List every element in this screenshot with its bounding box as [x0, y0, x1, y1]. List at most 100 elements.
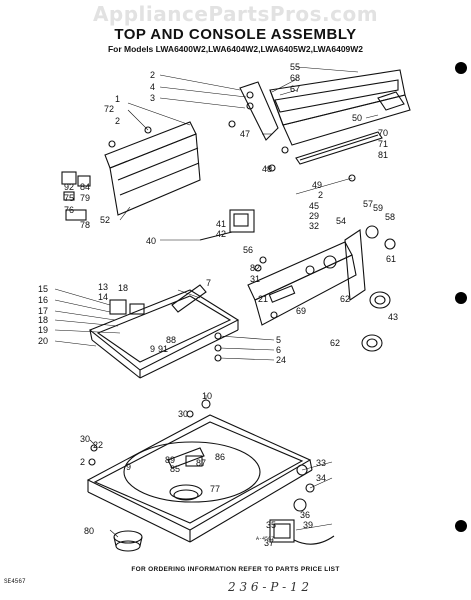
svg-text:79: 79 — [80, 193, 90, 203]
svg-text:87: 87 — [196, 458, 206, 468]
svg-text:21: 21 — [258, 294, 268, 304]
svg-text:68: 68 — [290, 73, 300, 83]
knob — [361, 334, 383, 352]
svg-text:22: 22 — [93, 440, 103, 450]
svg-text:14: 14 — [98, 292, 108, 302]
svg-text:3: 3 — [150, 93, 155, 103]
svg-text:48: 48 — [262, 164, 272, 174]
svg-text:30: 30 — [80, 434, 90, 444]
bleach-dispenser — [169, 484, 203, 500]
svg-text:6: 6 — [276, 345, 281, 355]
svg-text:88: 88 — [166, 335, 176, 345]
svg-text:61: 61 — [386, 254, 396, 264]
svg-text:67: 67 — [290, 84, 300, 94]
lid — [88, 289, 240, 371]
svg-text:2: 2 — [115, 116, 120, 126]
svg-text:92: 92 — [64, 182, 74, 192]
lid-switch — [269, 519, 295, 543]
svg-text:5: 5 — [276, 335, 281, 345]
document-number: SE4567 — [4, 578, 26, 585]
console-endcap — [239, 81, 279, 141]
svg-text:52: 52 — [100, 215, 110, 225]
svg-text:86: 86 — [215, 452, 225, 462]
svg-text:76: 76 — [64, 205, 74, 215]
svg-text:9: 9 — [126, 462, 131, 472]
svg-text:71: 71 — [378, 139, 388, 149]
svg-text:80: 80 — [84, 526, 94, 536]
svg-text:69: 69 — [296, 306, 306, 316]
svg-text:13: 13 — [98, 282, 108, 292]
callout-2: 2 — [150, 70, 155, 80]
svg-text:85: 85 — [170, 464, 180, 474]
svg-text:42: 42 — [216, 229, 226, 239]
svg-text:78: 78 — [80, 220, 90, 230]
figure-number: A-4567 — [256, 536, 275, 542]
svg-text:72: 72 — [104, 104, 114, 114]
svg-text:29: 29 — [309, 211, 319, 221]
svg-text:75: 75 — [64, 193, 74, 203]
svg-text:32: 32 — [309, 221, 319, 231]
svg-text:9: 9 — [150, 344, 155, 354]
svg-text:41: 41 — [216, 219, 226, 229]
svg-text:37: 37 — [264, 538, 274, 548]
handwritten-note: 2 3 6 - P - 1 2 — [228, 580, 310, 594]
ordering-note: FOR ORDERING INFORMATION REFER TO PARTS … — [131, 566, 340, 573]
svg-text:20: 20 — [38, 336, 48, 346]
svg-text:91: 91 — [158, 344, 168, 354]
console-bracket — [344, 229, 366, 301]
svg-text:56: 56 — [243, 245, 253, 255]
svg-text:39: 39 — [303, 520, 313, 530]
svg-text:45: 45 — [309, 201, 319, 211]
svg-text:43: 43 — [388, 312, 398, 322]
svg-text:35: 35 — [266, 520, 276, 530]
svg-text:31: 31 — [250, 274, 260, 284]
svg-text:59: 59 — [373, 203, 383, 213]
svg-text:62: 62 — [340, 294, 350, 304]
svg-text:70: 70 — [378, 128, 388, 138]
svg-text:18: 18 — [38, 315, 48, 325]
svg-text:4: 4 — [150, 82, 155, 92]
timer-bracket — [229, 209, 255, 233]
svg-text:58: 58 — [385, 212, 395, 222]
svg-text:36: 36 — [300, 510, 310, 520]
svg-text:89: 89 — [165, 455, 175, 465]
svg-text:47: 47 — [240, 129, 250, 139]
svg-text:2: 2 — [80, 457, 85, 467]
svg-text:19: 19 — [38, 325, 48, 335]
svg-text:49: 49 — [312, 180, 322, 190]
control-panel — [247, 241, 353, 301]
svg-text:84: 84 — [80, 182, 90, 192]
svg-text:40: 40 — [146, 236, 156, 246]
svg-text:55: 55 — [290, 62, 300, 72]
lid-handle — [171, 284, 207, 313]
diagram-title: TOP AND CONSOLE ASSEMBLY — [114, 26, 357, 43]
svg-text:30: 30 — [178, 409, 188, 419]
cabinet-top — [86, 414, 312, 531]
models-line: For Models LWA6400W2,LWA6404W2,LWA6405W2… — [107, 44, 364, 54]
svg-text:1: 1 — [115, 94, 120, 104]
svg-text:77: 77 — [210, 484, 220, 494]
svg-text:18: 18 — [118, 283, 128, 293]
binder-hole — [455, 62, 467, 74]
svg-text:54: 54 — [336, 216, 346, 226]
svg-text:33: 33 — [316, 458, 326, 468]
svg-text:50: 50 — [352, 113, 362, 123]
svg-text:7: 7 — [206, 278, 211, 288]
knob — [369, 291, 391, 309]
svg-text:34: 34 — [316, 473, 326, 483]
binder-hole — [455, 520, 467, 532]
svg-text:2: 2 — [318, 190, 323, 200]
svg-text:10: 10 — [202, 391, 212, 401]
svg-text:17: 17 — [38, 306, 48, 316]
svg-text:24: 24 — [276, 355, 286, 365]
svg-text:81: 81 — [378, 150, 388, 160]
svg-text:16: 16 — [38, 295, 48, 305]
svg-text:57: 57 — [363, 199, 373, 209]
trim-strip — [295, 131, 383, 165]
binder-hole — [455, 292, 467, 304]
svg-text:62: 62 — [330, 338, 340, 348]
svg-text:82: 82 — [250, 263, 260, 273]
svg-text:15: 15 — [38, 284, 48, 294]
callout-labels: 2 4 3 1 72 2 55 68 67 50 47 70 71 81 48 … — [38, 62, 398, 548]
